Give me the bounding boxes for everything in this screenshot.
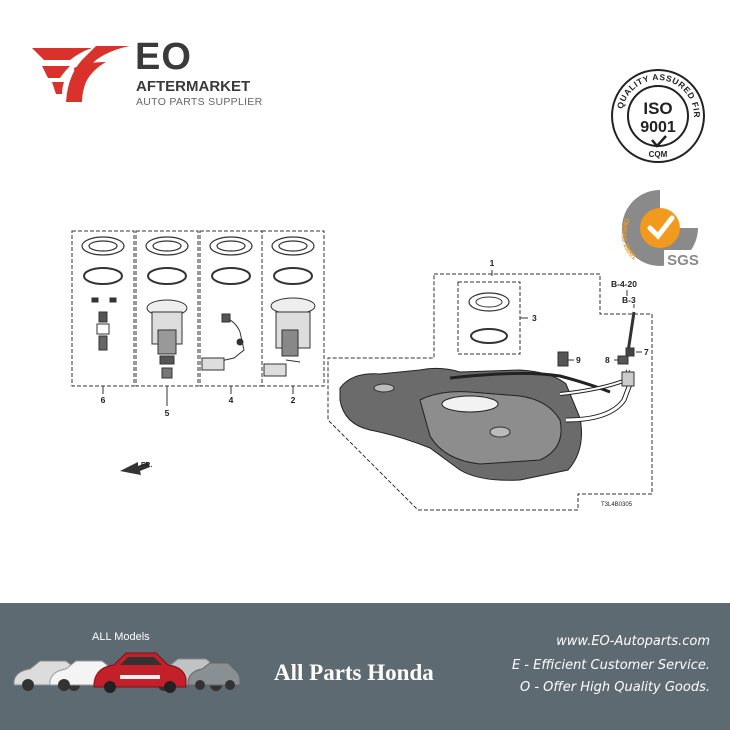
part-4-level-sender xyxy=(201,313,245,371)
diagram-canvas: EO AFTERMARKET AUTO PARTS SUPPLIER QUALI… xyxy=(32,36,705,511)
gasket-rings xyxy=(83,267,313,285)
part-6-filter xyxy=(91,297,117,351)
iso-label: ISO xyxy=(643,99,672,118)
callout-4: 4 xyxy=(229,395,234,405)
front-label: FR. xyxy=(141,462,152,469)
tagline-quality: O - Offer High Quality Goods. xyxy=(519,680,710,695)
left-leader-lines xyxy=(102,386,294,406)
tank-assembly-outline xyxy=(327,273,653,511)
parts-7-8-9 xyxy=(557,290,642,367)
callout-2: 2 xyxy=(291,395,296,405)
honda-cars-illustration xyxy=(13,652,240,693)
ohsas-sgs-badge: SYSTEM CERTIFICATION OHSAS 18001 SGS xyxy=(620,185,702,269)
lock-rings xyxy=(81,236,315,256)
eo-logo-icon xyxy=(32,46,130,102)
drawing-code: T3L4B0305 xyxy=(601,502,633,508)
ref-b-4-20: B-4-20 xyxy=(611,279,637,289)
sgs-label: SGS xyxy=(667,252,699,269)
callout-8: 8 xyxy=(605,355,610,365)
callout-3: 3 xyxy=(532,313,537,323)
iso-check-icon xyxy=(651,135,667,148)
front-arrow-icon xyxy=(120,462,150,475)
car-icon xyxy=(93,652,187,693)
tagline-efficient: E - Efficient Customer Service. xyxy=(511,658,710,673)
iso-number: 9001 xyxy=(640,119,676,136)
callout-6: 6 xyxy=(101,395,106,405)
part-2-fuel-pump xyxy=(263,297,316,377)
fuel-tank xyxy=(339,367,635,481)
callout-1: 1 xyxy=(490,258,495,268)
footer-title: All Parts Honda xyxy=(274,660,434,685)
iso-9001-badge: QUALITY ASSURED FIRM ISO 9001 CQM xyxy=(608,66,705,163)
brand-line-supplier: AUTO PARTS SUPPLIER xyxy=(136,96,263,108)
all-models-label: ALL Models xyxy=(92,631,150,643)
callout-7: 7 xyxy=(644,347,649,357)
iso-sub: CQM xyxy=(649,150,668,159)
car-icon xyxy=(187,662,240,690)
brand-line-aftermarket: AFTERMARKET xyxy=(136,78,251,95)
website-link[interactable]: www.EO-Autoparts.com xyxy=(556,634,710,649)
brand-name: EO xyxy=(135,36,192,78)
fuel-tank-parts-diagram: 6 5 4 2 1 3 9 8 7 B-4-20 B-3 FR. T3L4B03… xyxy=(71,230,653,511)
ref-b-3: B-3 xyxy=(622,295,636,305)
certified-check-icon xyxy=(647,215,675,240)
footer-banner: ALL Models All Parts Honda www.EO-Autopa… xyxy=(0,603,730,730)
callout-5: 5 xyxy=(165,408,170,418)
part-5-pump-module xyxy=(146,299,188,379)
callout-9: 9 xyxy=(576,355,581,365)
